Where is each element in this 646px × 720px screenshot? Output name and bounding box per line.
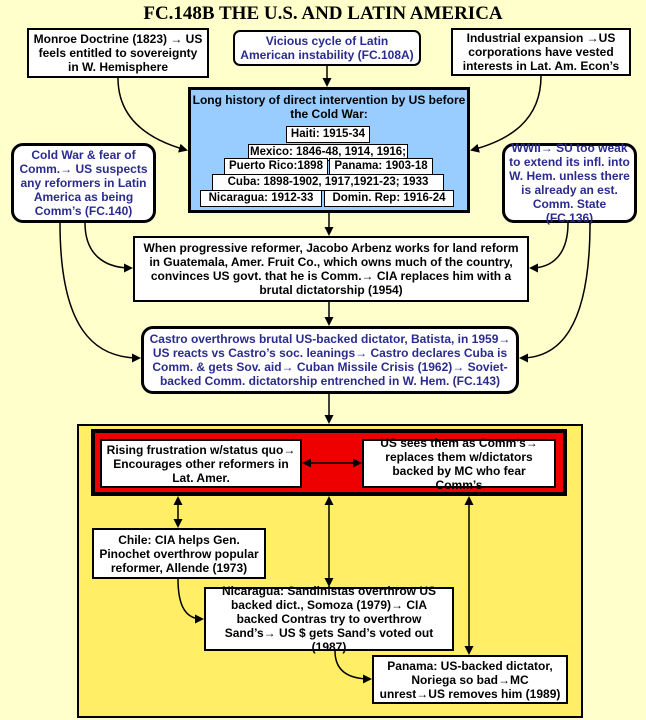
arrow-wwii-to-castro (519, 222, 591, 363)
arrow-wwii-to-arbenz (529, 222, 569, 273)
castro-text: Castro overthrows brutal US-backed dicta… (149, 332, 511, 388)
tag-haiti: Haiti: 1915-34 (286, 126, 370, 143)
arbenz-box: When progressive reformer, Jacobo Arbenz… (133, 236, 529, 302)
monroe-doctrine-text: Monroe Doctrine (1823) → US feels entitl… (33, 32, 203, 74)
intervention-history-title: Long history of direct intervention by U… (192, 93, 466, 121)
us-sees-communists-text: US sees them as Comm’s→ replaces them w/… (380, 435, 538, 492)
arrow-nicaragua-to-panama (334, 650, 372, 684)
intervention-history-box: Long history of direct intervention by U… (188, 87, 470, 213)
arbenz-text: When progressive reformer, Jacobo Arbenz… (143, 241, 519, 297)
nicaragua-box: Nicaragua: Sandinistas overthrow US back… (204, 584, 454, 654)
chile-text: Chile: CIA helps Gen. Pinochet overthrow… (99, 532, 259, 575)
tag-mexico: Mexico: 1846-48, 1914, 1916; (248, 144, 408, 161)
tag-nicaragua: Nicaragua: 1912-33 (200, 190, 322, 207)
panama-box: Panama: US-backed dictator, Noriega so b… (372, 655, 568, 704)
industrial-expansion-text: Industrial expansion →US corporations ha… (462, 31, 620, 73)
nicaragua-text: Nicaragua: Sandinistas overthrow US back… (221, 584, 437, 654)
vicious-cycle-box: Vicious cycle of Latin American instabil… (233, 30, 421, 66)
panama-text: Panama: US-backed dictator, Noriega so b… (379, 658, 561, 701)
castro-box: Castro overthrows brutal US-backed dicta… (141, 326, 519, 394)
arrow-coldwar-to-arbenz (84, 222, 133, 273)
arrow-chile-to-nicaragua (177, 578, 204, 624)
arrow-monroe-to-history (117, 77, 188, 153)
tag-dominican-republic: Domin. Rep: 1916-24 (324, 190, 454, 207)
rising-frustration-box: Rising frustration w/status quo→ Encoura… (100, 439, 302, 488)
page-title: FC.148B THE U.S. AND LATIN AMERICA (143, 3, 503, 24)
monroe-doctrine-box: Monroe Doctrine (1823) → US feels entitl… (27, 28, 209, 78)
industrial-expansion-box: Industrial expansion →US corporations ha… (451, 28, 631, 76)
cold-war-text: Cold War & fear of Comm.→ US suspects an… (19, 148, 148, 218)
vicious-cycle-text: Vicious cycle of Latin American instabil… (240, 34, 414, 62)
chile-box: Chile: CIA helps Gen. Pinochet overthrow… (92, 528, 266, 579)
cold-war-box: Cold War & fear of Comm.→ US suspects an… (11, 143, 156, 223)
rising-frustration-text: Rising frustration w/status quo→ Encoura… (106, 442, 296, 485)
wwii-box: WWII→ SU too weak to extend its infl. in… (502, 141, 637, 225)
us-sees-communists-box: US sees them as Comm’s→ replaces them w/… (362, 436, 556, 492)
wwii-text: WWII→ SU too weak to extend its infl. in… (509, 141, 630, 225)
arrow-coldwar-to-castro (59, 222, 141, 363)
arrow-industrial-to-history (470, 75, 542, 153)
